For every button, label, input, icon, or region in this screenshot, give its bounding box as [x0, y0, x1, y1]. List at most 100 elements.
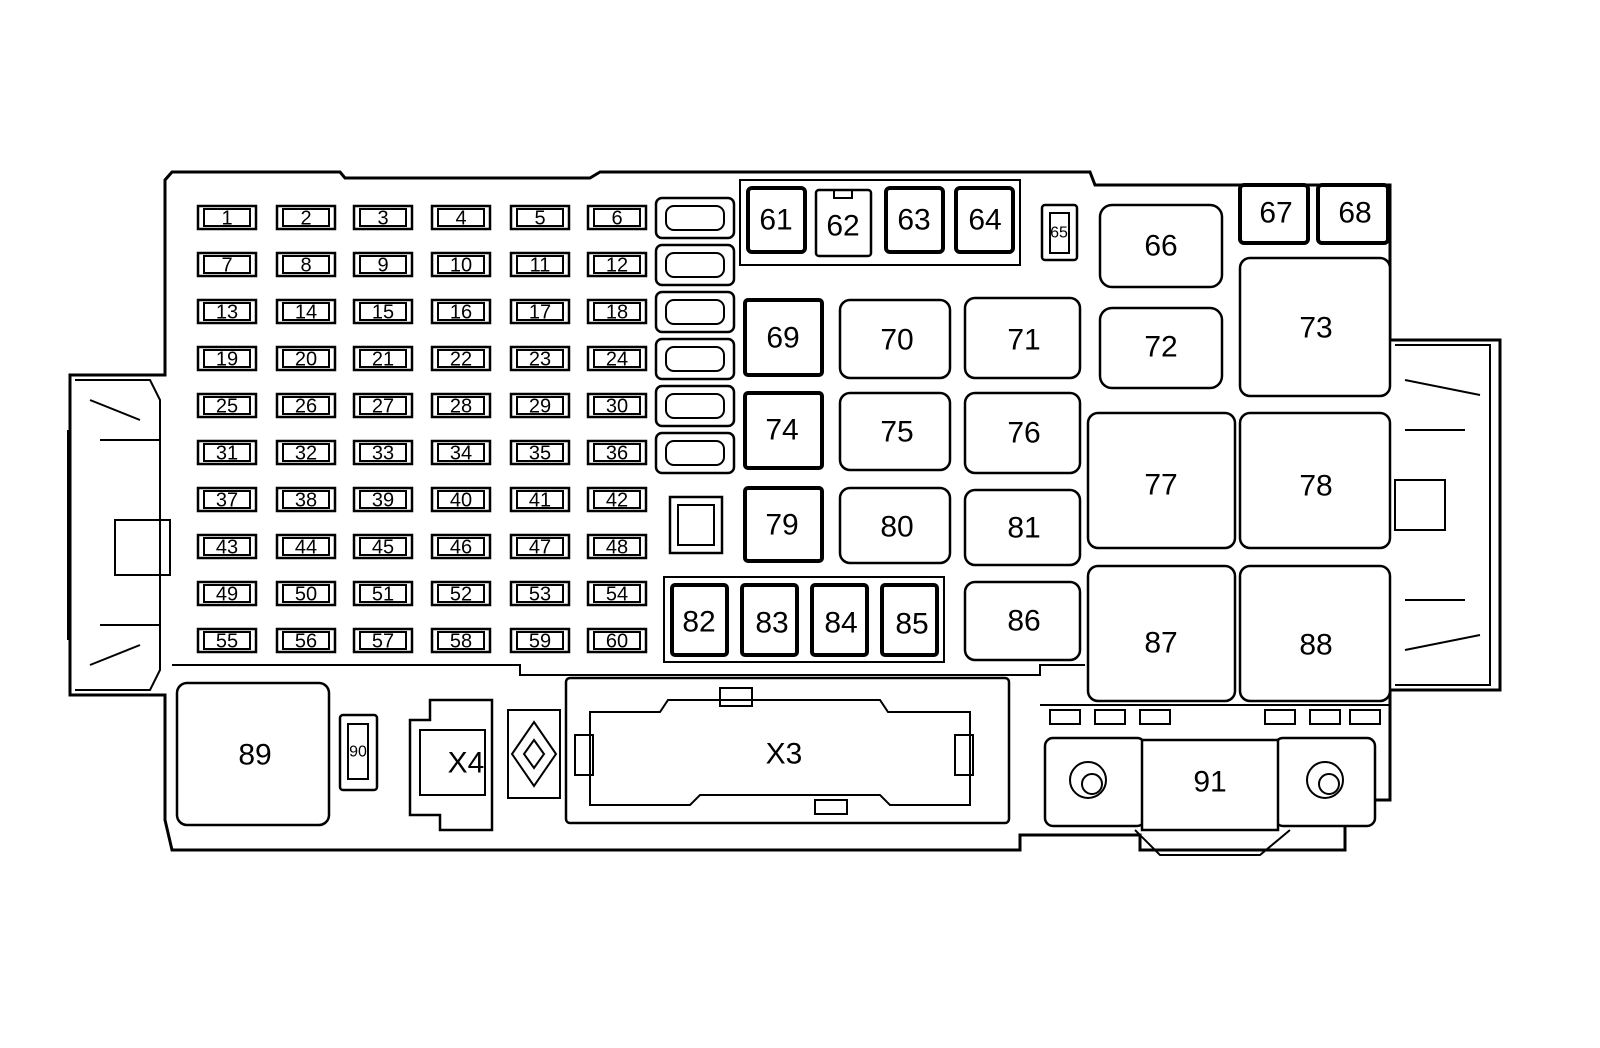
component-63[interactable]: 63: [884, 186, 945, 254]
component-72[interactable]: 72: [1098, 306, 1224, 390]
mini-fuse[interactable]: 53: [509, 580, 571, 607]
mini-fuse[interactable]: 46: [430, 533, 492, 560]
mini-fuse[interactable]: 26: [275, 392, 337, 419]
component-65[interactable]: 65: [1040, 203, 1079, 262]
mini-fuse[interactable]: 17: [509, 298, 571, 325]
mini-fuse[interactable]: 31: [196, 439, 258, 466]
mini-fuse[interactable]: 6: [586, 204, 648, 231]
mini-fuse[interactable]: 9: [352, 251, 414, 278]
mini-fuse[interactable]: 28: [430, 392, 492, 419]
component-62[interactable]: 62: [814, 188, 873, 258]
mini-fuse[interactable]: 36: [586, 439, 648, 466]
mini-fuse[interactable]: 22: [430, 345, 492, 372]
component-66[interactable]: 66: [1098, 203, 1224, 289]
component-90[interactable]: 90: [338, 713, 379, 792]
mini-fuse[interactable]: 59: [509, 627, 571, 654]
component-73[interactable]: 73: [1238, 256, 1392, 398]
mini-fuse[interactable]: 15: [352, 298, 414, 325]
mini-fuse[interactable]: 32: [275, 439, 337, 466]
fuse-holder-column: [654, 196, 736, 475]
mini-fuse[interactable]: 44: [275, 533, 337, 560]
fuse-holder: [654, 337, 736, 381]
mini-fuse[interactable]: 21: [352, 345, 414, 372]
component-84[interactable]: 84: [810, 583, 869, 657]
component-89[interactable]: 89: [175, 681, 331, 827]
component-87[interactable]: 87: [1086, 564, 1237, 703]
mini-fuse[interactable]: 16: [430, 298, 492, 325]
connector-x3[interactable]: X3: [564, 676, 1011, 825]
mini-fuse[interactable]: 12: [586, 251, 648, 278]
mini-fuse[interactable]: 5: [509, 204, 571, 231]
mini-fuse[interactable]: 56: [275, 627, 337, 654]
mini-fuse-body: [586, 486, 648, 513]
component-68[interactable]: 68: [1316, 183, 1390, 245]
mini-fuse[interactable]: 4: [430, 204, 492, 231]
component-78[interactable]: 78: [1238, 411, 1392, 550]
mini-fuse[interactable]: 50: [275, 580, 337, 607]
mini-fuse[interactable]: 33: [352, 439, 414, 466]
mini-fuse[interactable]: 23: [509, 345, 571, 372]
component-85[interactable]: 85: [880, 583, 939, 657]
mini-fuse[interactable]: 48: [586, 533, 648, 560]
mini-fuse[interactable]: 8: [275, 251, 337, 278]
mini-fuse[interactable]: 13: [196, 298, 258, 325]
mini-fuse[interactable]: 2: [275, 204, 337, 231]
mini-fuse[interactable]: 24: [586, 345, 648, 372]
component-67[interactable]: 67: [1238, 183, 1310, 245]
mini-fuse[interactable]: 57: [352, 627, 414, 654]
mini-fuse[interactable]: 11: [509, 251, 571, 278]
mini-fuse[interactable]: 14: [275, 298, 337, 325]
mini-fuse[interactable]: 29: [509, 392, 571, 419]
component-76[interactable]: 76: [963, 391, 1082, 475]
component-77[interactable]: 77: [1086, 411, 1237, 550]
mini-fuse[interactable]: 49: [196, 580, 258, 607]
component-61[interactable]: 61: [746, 186, 807, 254]
mini-fuse[interactable]: 25: [196, 392, 258, 419]
mini-fuse[interactable]: 3: [352, 204, 414, 231]
mini-fuse[interactable]: 30: [586, 392, 648, 419]
mini-fuse[interactable]: 1: [196, 204, 258, 231]
component-86[interactable]: 86: [963, 580, 1082, 662]
component-70[interactable]: 70: [838, 298, 952, 380]
mini-fuse[interactable]: 10: [430, 251, 492, 278]
mini-fuse[interactable]: 20: [275, 345, 337, 372]
mini-fuse[interactable]: 39: [352, 486, 414, 513]
component-82[interactable]: 82: [670, 583, 729, 657]
component-88[interactable]: 88: [1238, 564, 1392, 703]
mini-fuse[interactable]: 7: [196, 251, 258, 278]
mini-fuse[interactable]: 38: [275, 486, 337, 513]
component-64[interactable]: 64: [954, 186, 1015, 254]
mini-fuse[interactable]: 40: [430, 486, 492, 513]
mini-fuse[interactable]: 52: [430, 580, 492, 607]
component-83[interactable]: 83: [740, 583, 799, 657]
mini-fuse[interactable]: 47: [509, 533, 571, 560]
mini-fuse[interactable]: 45: [352, 533, 414, 560]
mini-fuse[interactable]: 60: [586, 627, 648, 654]
mini-fuse[interactable]: 41: [509, 486, 571, 513]
mini-fuse[interactable]: 54: [586, 580, 648, 607]
component-91[interactable]: 91: [1043, 736, 1377, 856]
mini-fuse[interactable]: 42: [586, 486, 648, 513]
mini-fuse[interactable]: 35: [509, 439, 571, 466]
component-75[interactable]: 75: [838, 391, 952, 472]
component-71[interactable]: 71: [963, 296, 1082, 380]
component-81[interactable]: 81: [963, 488, 1082, 567]
mini-fuse-window: [437, 631, 485, 650]
label-64: 64: [968, 204, 1001, 237]
mini-fuse[interactable]: 58: [430, 627, 492, 654]
component-69[interactable]: 69: [743, 298, 824, 377]
component-74[interactable]: 74: [743, 391, 824, 470]
component-80[interactable]: 80: [838, 486, 952, 565]
mini-fuse[interactable]: 37: [196, 486, 258, 513]
connector-x4[interactable]: X4: [408, 698, 494, 832]
mini-fuse[interactable]: 27: [352, 392, 414, 419]
component-79[interactable]: 79: [743, 486, 824, 563]
mini-fuse[interactable]: 43: [196, 533, 258, 560]
mini-fuse-label: 17: [529, 302, 551, 324]
label-85: 85: [895, 608, 928, 641]
mini-fuse[interactable]: 18: [586, 298, 648, 325]
mini-fuse[interactable]: 19: [196, 345, 258, 372]
mini-fuse[interactable]: 51: [352, 580, 414, 607]
mini-fuse[interactable]: 55: [196, 627, 258, 654]
mini-fuse[interactable]: 34: [430, 439, 492, 466]
